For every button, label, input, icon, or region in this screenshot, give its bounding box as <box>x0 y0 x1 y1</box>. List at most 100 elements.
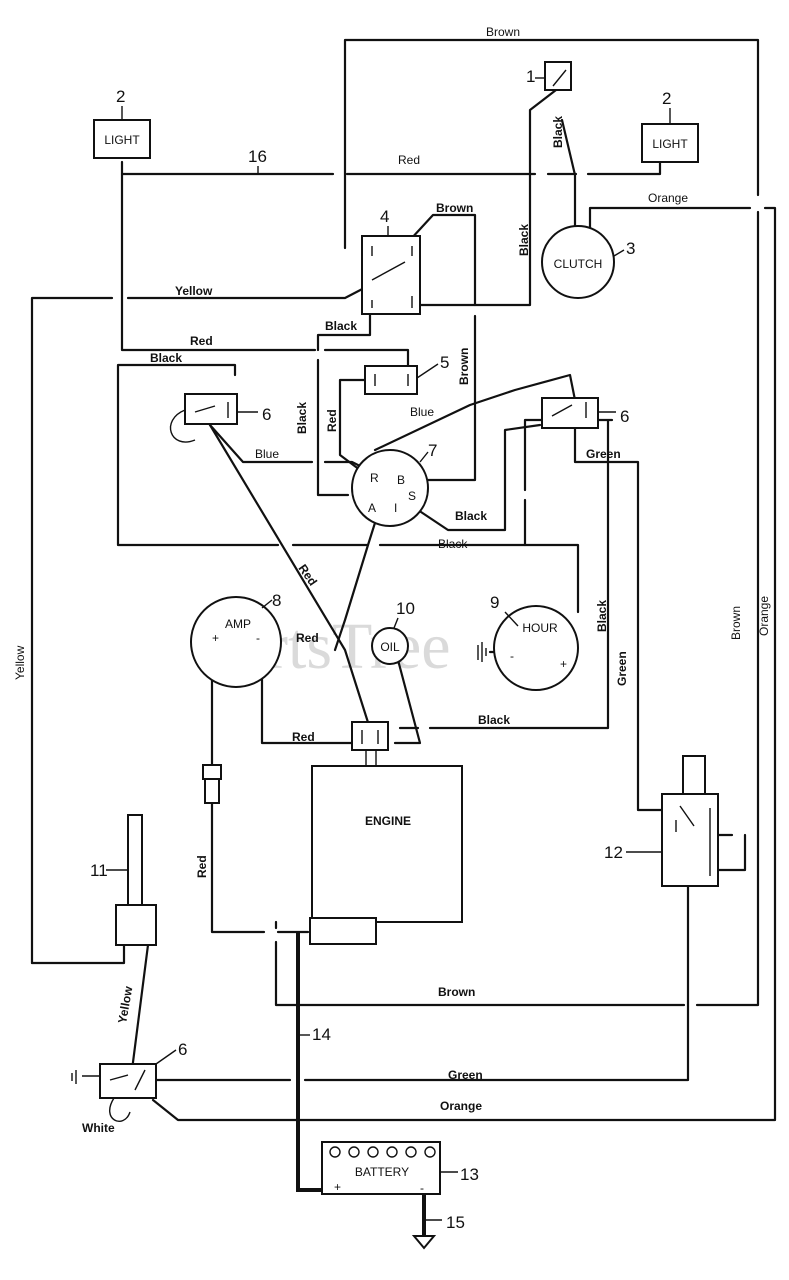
callout-1: 1 <box>526 67 535 86</box>
callout-6-bottom: 6 <box>178 1040 187 1059</box>
wire-labels: Brown Red Black Orange Brown Black Yello… <box>13 25 771 1135</box>
hour-label: HOUR <box>522 621 558 635</box>
clutch: CLUTCH 3 <box>541 225 635 299</box>
wire-black-left-loop <box>116 363 580 614</box>
light-left: LIGHT 2 <box>93 87 151 159</box>
label-orange-bottom: Orange <box>440 1099 482 1113</box>
label-black-mid: Black <box>325 319 357 333</box>
label-orange-top: Orange <box>648 191 688 205</box>
wire-oil <box>393 658 422 745</box>
oil-gauge-10: OIL 10 <box>371 599 415 665</box>
light-right-label: LIGHT <box>652 137 688 151</box>
ground-15: 15 <box>411 1194 465 1250</box>
callout-14: 14 <box>312 1025 331 1044</box>
callout-6-right: 6 <box>620 407 629 426</box>
label-red-amp: Red <box>296 631 319 645</box>
label-red-left: Red <box>195 855 209 878</box>
wire-yellow-bottom <box>130 943 150 1072</box>
callout-6-left: 6 <box>262 405 271 424</box>
wire-blue-right <box>373 373 577 452</box>
label-green-top: Green <box>586 447 621 461</box>
callout-2-left: 2 <box>116 87 125 106</box>
callout-13: 13 <box>460 1165 479 1184</box>
wire-black-switch1 <box>418 88 558 307</box>
callout-8: 8 <box>272 591 281 610</box>
label-brown-right: Brown <box>729 606 743 640</box>
callout-2-right: 2 <box>662 89 671 108</box>
label-brown-bottom: Brown <box>438 985 475 999</box>
wire-red-amp <box>260 658 354 745</box>
label-yellow-top: Yellow <box>175 284 213 298</box>
oil-label: OIL <box>380 640 400 654</box>
ignition-7: R B A I S 7 <box>351 441 437 527</box>
wires <box>30 38 777 1122</box>
wire-red-16 <box>120 156 662 176</box>
label-yellow-bottom: Yellow <box>115 985 135 1025</box>
label-black-relay: Black <box>517 224 531 256</box>
ign-terminal-b: B <box>397 473 405 487</box>
amp-gauge-8: AMP + - 8 <box>190 591 282 688</box>
label-green-bottom: Green <box>448 1068 483 1082</box>
switch-6-right: 6 <box>541 397 629 429</box>
connector-amp <box>202 764 222 804</box>
hour-meter-9: HOUR - + 9 <box>477 593 579 691</box>
label-brown-relay: Brown <box>436 201 473 215</box>
callout-5: 5 <box>440 353 449 372</box>
label-green-right: Green <box>615 651 629 686</box>
wire-brown-relay <box>408 213 477 482</box>
wire-green-right <box>573 423 674 812</box>
battery-minus: - <box>420 1181 424 1195</box>
callout-9: 9 <box>490 593 499 612</box>
ign-terminal-i: I <box>394 501 397 515</box>
light-right: LIGHT 2 <box>641 89 699 163</box>
battery-label: BATTERY <box>355 1165 409 1179</box>
label-blue-left: Blue <box>255 447 279 461</box>
label-brown-vert: Brown <box>457 348 471 385</box>
ign-terminal-r: R <box>370 471 379 485</box>
label-black-engine: Black <box>478 713 510 727</box>
callout-7: 7 <box>428 441 437 460</box>
ign-terminal-s: S <box>408 489 416 503</box>
label-black-sw6: Black <box>295 402 309 434</box>
callout-3: 3 <box>626 239 635 258</box>
part-11: 11 <box>90 814 157 946</box>
battery-plus: + <box>334 1180 341 1194</box>
amp-plus: + <box>212 631 219 645</box>
part-12: 12 <box>604 755 719 887</box>
label-red-top: Red <box>398 153 420 167</box>
relay-4: 4 <box>361 207 421 315</box>
wire-orange-top <box>151 206 777 1122</box>
wire-red-sw5 <box>338 378 367 472</box>
amp-minus: - <box>256 631 260 645</box>
callout-4: 4 <box>380 207 389 226</box>
label-black-cross: Black <box>438 537 468 551</box>
callout-12: 12 <box>604 843 623 862</box>
battery-13: BATTERY + - 13 <box>321 1141 479 1195</box>
engine: ENGINE <box>309 721 463 945</box>
hour-minus: - <box>510 649 514 663</box>
label-black-right: Black <box>595 600 609 632</box>
label-orange-right: Orange <box>757 596 771 636</box>
callout-10: 10 <box>396 599 415 618</box>
callout-11: 11 <box>90 861 108 880</box>
label-red-mid: Red <box>190 334 213 348</box>
label-brown-top: Brown <box>486 25 520 39</box>
label-red-engine: Red <box>292 730 315 744</box>
ign-terminal-a: A <box>368 501 376 515</box>
wire-red-diag <box>208 423 374 737</box>
clutch-label: CLUTCH <box>554 257 603 271</box>
label-black-switch1: Black <box>551 116 565 148</box>
switch-6-bottom: 6 <box>71 1040 187 1122</box>
wire-black-hour <box>398 418 614 730</box>
wire-black-right <box>416 423 542 532</box>
amp-label: AMP <box>225 617 251 631</box>
switch-1: 1 <box>526 61 572 91</box>
wire-yellow-11 <box>30 943 126 965</box>
wire-part12-loop <box>713 833 747 872</box>
wire-green-bottom <box>151 883 690 1082</box>
wire-clutch <box>560 118 577 234</box>
label-blue-right: Blue <box>410 405 434 419</box>
wire-brown-top <box>274 38 760 1007</box>
switch-5: 5 <box>364 353 449 395</box>
